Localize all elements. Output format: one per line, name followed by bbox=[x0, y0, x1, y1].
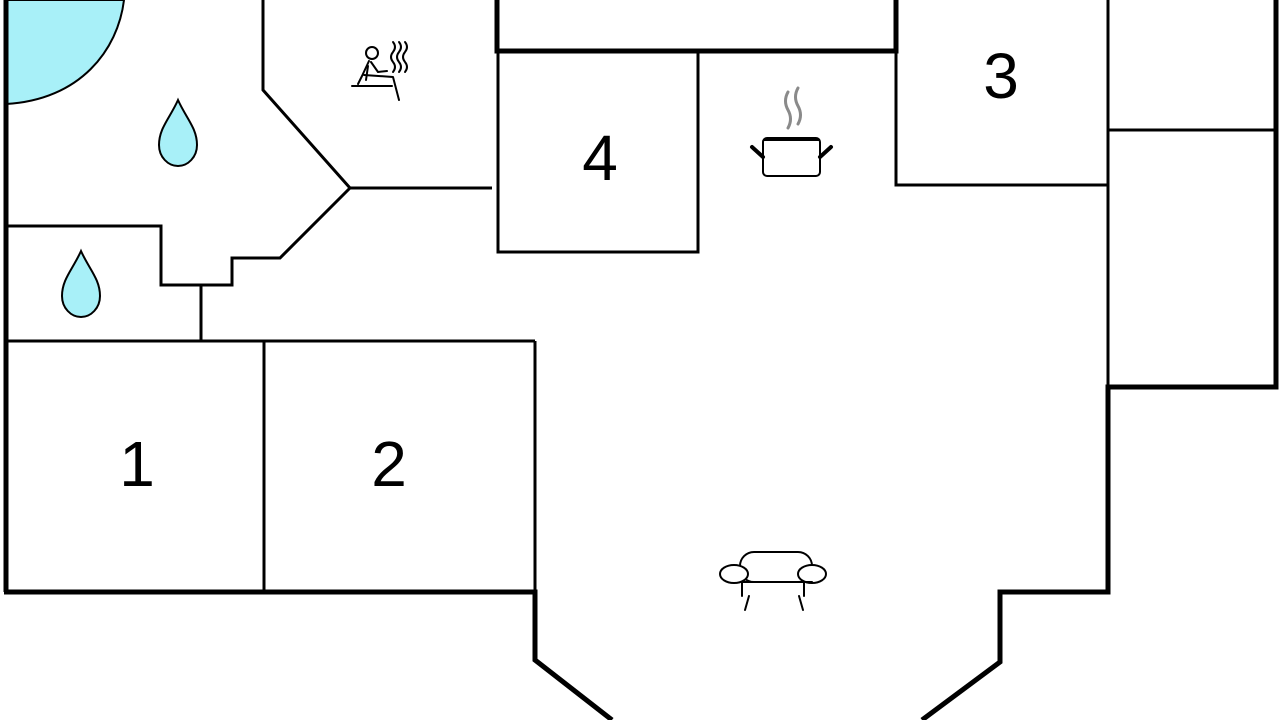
sofa-icon bbox=[719, 551, 827, 611]
interior-walls bbox=[6, 0, 1276, 592]
outer-walls bbox=[3, 0, 1279, 720]
room-number-4: 4 bbox=[582, 122, 618, 194]
sauna-icon bbox=[351, 41, 408, 101]
room-number-2: 2 bbox=[371, 428, 407, 500]
cooking-pot-icon bbox=[750, 86, 833, 177]
pool-icon bbox=[5, 0, 126, 106]
room-number-3: 3 bbox=[983, 40, 1019, 112]
water-drop-icon bbox=[157, 97, 199, 168]
room-number-1: 1 bbox=[119, 428, 155, 500]
water-drop-icon bbox=[60, 248, 102, 319]
